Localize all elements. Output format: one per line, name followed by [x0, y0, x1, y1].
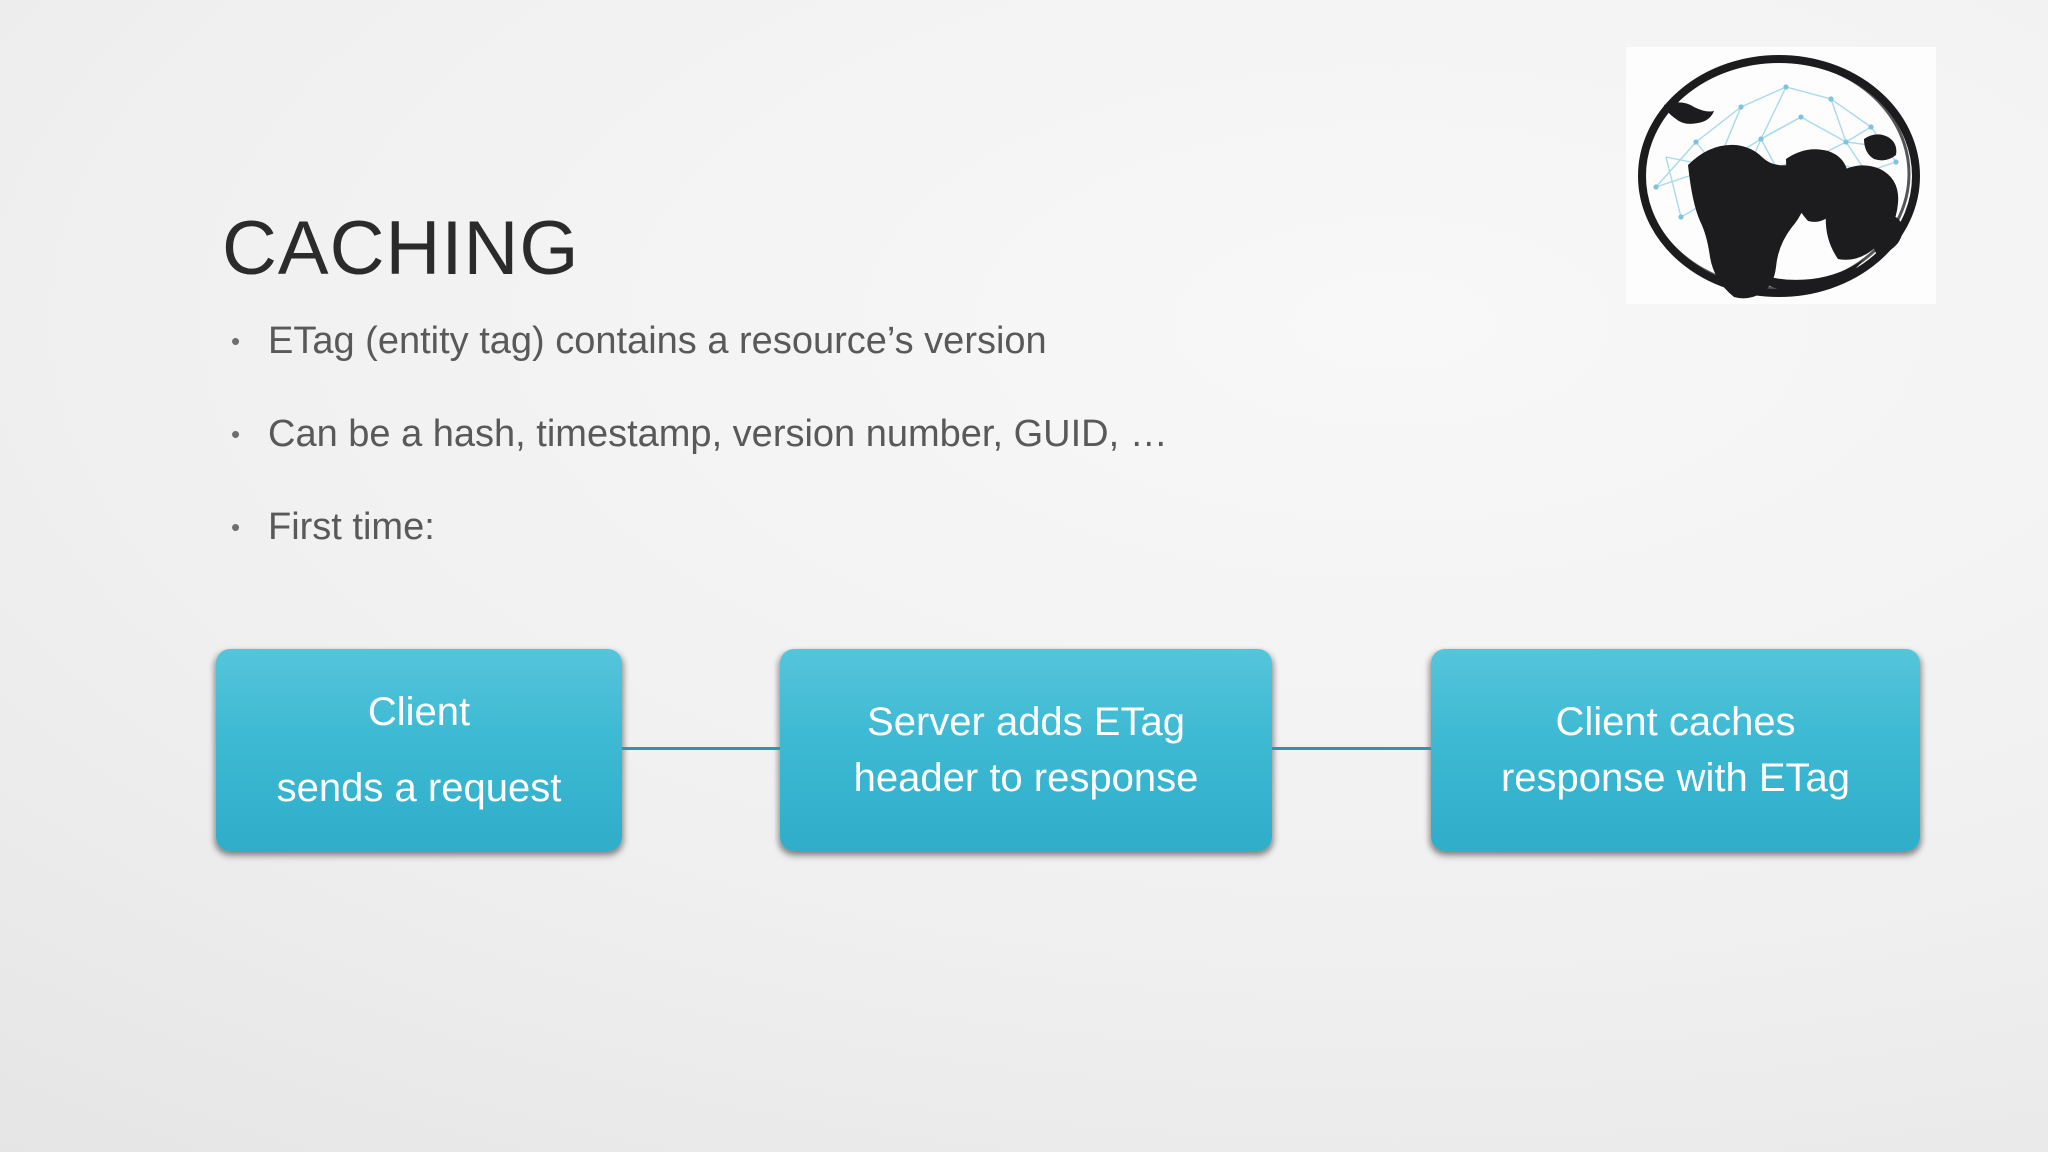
bullet-marker: • [231, 325, 241, 356]
bullet-list: • ETag (entity tag) contains a resource’… [231, 318, 1168, 597]
bullet-item: • First time: [231, 504, 1168, 550]
globe-network-icon [1626, 47, 1936, 304]
bullet-marker: • [231, 418, 241, 449]
bullet-text: Can be a hash, timestamp, version number… [268, 412, 1168, 455]
flow-step-line: header to response [853, 756, 1199, 800]
flow-step-line: Client [367, 690, 471, 734]
globe-logo-image [1626, 47, 1936, 304]
flow-step-client-cache: Client caches response with ETag [1431, 649, 1920, 851]
bullet-marker: • [231, 511, 241, 542]
flow-diagram: Client sends a request Server adds ETag … [0, 649, 2048, 851]
page-title: CACHING [222, 205, 580, 291]
flow-step-line: Server adds ETag [867, 700, 1185, 744]
bullet-text: ETag (entity tag) contains a resource’s … [268, 319, 1047, 362]
flow-step-line: Client caches [1555, 700, 1796, 744]
flow-step-line: response with ETag [1500, 756, 1851, 800]
flow-step-server-etag: Server adds ETag header to response [780, 649, 1272, 851]
connector-line [1272, 747, 1431, 750]
connector-line [622, 747, 780, 750]
flow-step-line: sends a request [276, 766, 562, 810]
bullet-text: First time: [268, 505, 435, 548]
bullet-item: • ETag (entity tag) contains a resource’… [231, 318, 1168, 364]
bullet-item: • Can be a hash, timestamp, version numb… [231, 411, 1168, 457]
flow-step-client-request: Client sends a request [216, 649, 622, 851]
